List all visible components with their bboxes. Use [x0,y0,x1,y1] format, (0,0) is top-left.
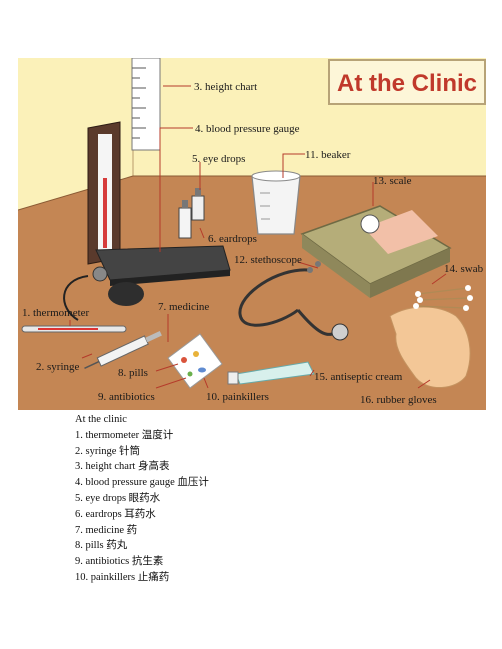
vocab-item: 10. painkillers 止痛药 [75,571,170,583]
vocabulary-list: At the clinic 1. thermometer 温度计 2. syri… [75,412,475,586]
swab [413,285,473,311]
vocab-item: 1. thermometer 温度计 [75,429,174,441]
eye-drops [178,188,205,239]
vocab-heading: At the clinic [75,414,127,425]
label-stethoscope: 12. stethoscope [234,254,302,266]
scale [300,205,452,298]
syringe [84,330,162,369]
vocab-item: 9. antibiotics 抗生素 [75,556,164,568]
clinic-illustration: At the Clinic [18,58,486,410]
vocab-item: 3. height chart 身高表 [75,461,170,473]
beaker [251,170,301,235]
label-scale: 13. scale [373,175,412,187]
label-eye-drops: 5. eye drops [192,153,245,165]
label-pills: 8. pills [118,367,148,379]
vocab-item: 2. syringe 针筒 [75,445,141,457]
label-rubber-gloves: 16. rubber gloves [360,394,437,406]
label-swab: 14. swab [444,263,484,275]
rubber-gloves [389,306,471,388]
blood-pressure-gauge [63,121,231,321]
label-painkillers: 10. painkillers [206,391,269,403]
vocab-item: 5. eye drops 眼药水 [75,492,161,504]
medicine [167,333,223,389]
label-antiseptic-cream: 15. antiseptic cream [314,371,403,383]
label-antibiotics: 9. antibiotics [98,391,155,403]
vocab-item: 6. eardrops 耳药水 [75,508,156,520]
title-board: At the Clinic [328,59,486,105]
antiseptic-cream [227,361,315,385]
thermometer [21,325,127,333]
stethoscope [238,261,349,341]
illustration-title: At the Clinic [337,70,477,97]
label-beaker: 11. beaker [305,149,351,161]
vocab-item: 8. pills 药丸 [75,540,128,552]
label-eardrops: 6. eardrops [208,233,257,245]
label-medicine: 7. medicine [158,301,209,313]
callout-lines [69,85,447,389]
label-height-chart: 3. height chart [194,81,257,93]
vocab-item: 7. medicine 药 [75,524,138,536]
label-syringe: 2. syringe [36,361,80,373]
label-thermometer: 1. thermometer [22,307,90,319]
height-chart [131,58,161,151]
label-blood-pressure-gauge: 4. blood pressure gauge [195,123,300,135]
callout-labels: 3. height chart 4. blood pressure gauge … [22,81,484,406]
vocab-item: 4. blood pressure gauge 血压计 [75,477,209,489]
